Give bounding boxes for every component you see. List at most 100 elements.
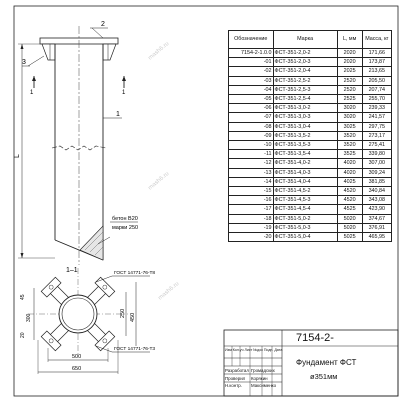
table-header-row: Обозначение Марка L, мм Масса, кг [228, 30, 393, 49]
concrete-plug [79, 225, 104, 261]
cell-length: 2020 [336, 57, 363, 68]
tb-name-developer: Громадских [251, 368, 275, 373]
callout-3: 3 [22, 59, 26, 66]
cell-length: 4520 [336, 195, 363, 206]
plan-view [28, 268, 150, 374]
tb-col-list: Лист [244, 348, 253, 352]
cell-mark: ФСТ-351-4,5-4 [272, 204, 338, 215]
cell-designation: -09 [228, 130, 274, 142]
cell-designation: -10 [228, 140, 274, 151]
cell-designation: -13 [228, 167, 274, 178]
cell-mark: ФСТ-351-2,5-2 [272, 75, 338, 86]
title-block-names: Громадских Корякин Максименко [251, 367, 276, 390]
cell-mass: 423,90 [361, 204, 393, 215]
cell-length: 3020 [336, 112, 363, 123]
cell-designation: -03 [228, 75, 274, 86]
concrete-label: бетон В20 [112, 216, 138, 222]
cell-mass: 376,91 [361, 222, 393, 234]
cell-mass: 171,66 [361, 47, 393, 59]
sheet-frame [13, 5, 399, 397]
cell-designation: -16 [228, 195, 274, 206]
gost-note-top: ГОСТ 14771-76-Т8 [114, 270, 155, 276]
title-block-headers: Изм Кол.уч Лист №док Подп. Дата [225, 348, 282, 352]
watermark: mash6.ru [147, 171, 170, 192]
elevation-view [18, 26, 138, 265]
cell-designation: -01 [228, 57, 274, 68]
cell-mass: 297,75 [361, 121, 393, 132]
cell-mass: 275,41 [361, 140, 393, 151]
cell-length: 2525 [336, 94, 363, 105]
cell-designation: -12 [228, 158, 274, 169]
cell-length: 5020 [336, 222, 363, 234]
cell-length: 5025 [336, 232, 363, 243]
cell-designation: -11 [228, 149, 274, 160]
tb-name-checker: Корякин [251, 375, 268, 381]
cell-mass: 465,95 [361, 232, 393, 243]
leader-concrete [97, 236, 111, 245]
cell-mark: ФСТ-351-3,5-4 [272, 149, 338, 160]
cell-designation: -06 [228, 103, 274, 114]
cell-mark: ФСТ-351-2,0-4 [272, 66, 338, 77]
cell-designation: -05 [228, 94, 274, 105]
cell-mass: 241,57 [361, 112, 393, 123]
cell-length: 4020 [336, 158, 363, 169]
document-code: 7154-2- [296, 332, 334, 344]
cell-designation: -08 [228, 121, 274, 132]
tb-col-doc: №док [253, 348, 263, 352]
cell-mark: ФСТ-351-4,5-2 [272, 186, 338, 197]
cell-mark: ФСТ-351-2,0-2 [272, 47, 338, 59]
cell-mass: 339,80 [361, 149, 393, 160]
pipe-inner-plan [61, 297, 95, 331]
callout-1: 1 [116, 111, 120, 118]
tb-col-date: Дата [274, 348, 283, 352]
cell-mark: ФСТ-351-2,5-4 [272, 94, 338, 105]
cell-mark: ФСТ-351-4,0-4 [272, 176, 338, 188]
cell-designation: -02 [228, 66, 274, 77]
rib-right [102, 43, 117, 61]
cell-length: 3020 [336, 103, 363, 114]
cell-designation: -19 [228, 222, 274, 234]
cell-length: 4520 [336, 186, 363, 197]
cell-mark: ФСТ-351-4,0-2 [272, 158, 338, 169]
cell-mass: 205,50 [361, 75, 393, 86]
cell-mass: 273,17 [361, 130, 393, 142]
pipe-outer-plan [58, 294, 98, 334]
cell-mark: ФСТ-351-2,5-3 [272, 84, 338, 96]
cell-mark: ФСТ-351-4,0-3 [272, 167, 338, 178]
cell-designation: -20 [228, 232, 274, 243]
section-title: 1–1 [66, 267, 78, 274]
cell-length: 3025 [336, 121, 363, 132]
cell-mark: ФСТ-351-5,0-4 [272, 232, 338, 243]
cell-mark: ФСТ-351-2,0-3 [272, 57, 338, 68]
dim-label-L: L [14, 154, 21, 158]
leader-3 [27, 55, 45, 67]
break-line [51, 145, 107, 151]
document-diameter: ø351мм [310, 372, 338, 381]
cell-mass: 173,87 [361, 57, 393, 68]
dim-300-side: 300 [26, 313, 32, 322]
dim-650: 650 [72, 366, 81, 372]
col-header-mass: Масса, кг [361, 30, 393, 49]
cell-designation: -18 [228, 213, 274, 224]
cell-mark: ФСТ-351-5,0-2 [272, 213, 338, 224]
leader-2 [91, 27, 104, 39]
col-header-mark: Марка [272, 30, 338, 49]
tb-role-checker: Проверил [225, 375, 246, 381]
dim-450: 450 [130, 313, 136, 322]
